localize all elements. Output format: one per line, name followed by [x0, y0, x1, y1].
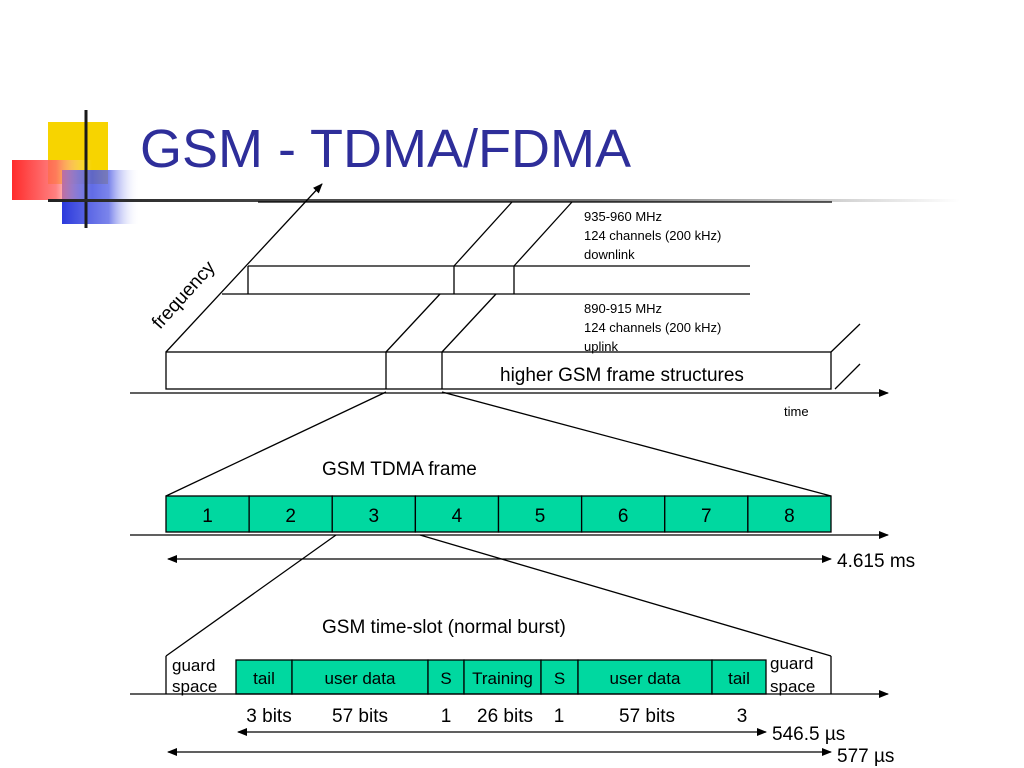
tdma-slot-3 [331, 495, 417, 533]
burst-field-box [577, 659, 713, 695]
frequency-time-plane: frequency time 935-960 MHz 124 channels … [130, 183, 889, 419]
frame-tick [830, 323, 861, 353]
slot-zoom-line-right [419, 534, 832, 657]
burst-field-label: S [554, 669, 565, 688]
frequency-axis-label: frequency [148, 257, 220, 333]
burst-field-label: tail [728, 669, 750, 688]
slot-duration-label: 577 µs [837, 746, 894, 767]
tdma-slot-7 [664, 495, 749, 533]
title-underline [48, 199, 960, 202]
uplink-slant [441, 293, 497, 353]
burst-field-label: user data [325, 669, 396, 688]
time-slot-title: GSM time-slot (normal burst) [322, 617, 566, 638]
tdma-slots: 1 2 3 4 5 6 7 8 [165, 495, 832, 533]
bit-count-label: 57 bits [332, 706, 388, 727]
bit-count-label: 1 [441, 706, 452, 727]
time-slot: GSM time-slot (normal burst) guard space… [130, 617, 894, 767]
bit-count-label: 1 [554, 706, 565, 727]
time-axis-label: time [784, 404, 809, 419]
tdma-frame: GSM TDMA frame 1 2 3 4 5 6 7 8 4.615 ms [130, 459, 915, 572]
burst-field-label: S [440, 669, 451, 688]
tdma-slot-label: 2 [285, 506, 296, 527]
guard-left-line1: guard [172, 656, 215, 675]
guard-right-line2: space [770, 677, 815, 696]
bit-counts: 3 bits 57 bits 1 26 bits 1 57 bits 3 [246, 706, 747, 727]
tdma-slot-label: 1 [202, 506, 213, 527]
uplink-slant [385, 293, 441, 353]
bit-count-label: 57 bits [619, 706, 675, 727]
tdma-slot-label: 6 [618, 506, 629, 527]
frequency-axis [165, 183, 323, 353]
slot-zoom-line-left [165, 534, 337, 657]
burst-field-label: tail [253, 669, 275, 688]
higher-frame-structures-label: higher GSM frame structures [500, 365, 744, 386]
decorative-squares-logo [12, 110, 140, 228]
tdma-slot-2 [248, 495, 333, 533]
bit-count-label: 26 bits [477, 706, 533, 727]
downlink-direction: downlink [584, 247, 635, 262]
guard-left-line2: space [172, 677, 217, 696]
tdma-slot-1 [165, 495, 250, 533]
uplink-band: 890-915 MHz [584, 301, 662, 316]
frame-tick [834, 363, 861, 390]
slide-title: GSM - TDMA/FDMA [140, 119, 631, 179]
frame-band [165, 351, 832, 390]
tdma-slot-label: 7 [701, 506, 712, 527]
tdma-slot-5 [497, 495, 583, 533]
tdma-frame-title: GSM TDMA frame [322, 459, 477, 480]
tdma-slot-4 [414, 495, 500, 533]
tdma-slot-label: 4 [452, 506, 463, 527]
tdma-slot-label: 8 [784, 506, 795, 527]
downlink-channels: 124 channels (200 kHz) [584, 228, 721, 243]
guard-right-line1: guard [770, 654, 813, 673]
burst-field-label: Training [472, 669, 533, 688]
uplink-direction: uplink [584, 339, 618, 354]
zoom-line-right [441, 391, 832, 497]
bit-count-label: 3 bits [246, 706, 291, 727]
burst-duration-label: 546.5 µs [772, 724, 845, 745]
downlink-slant [513, 201, 573, 267]
burst-field-label: user data [610, 669, 681, 688]
uplink-channels: 124 channels (200 kHz) [584, 320, 721, 335]
bit-count-label: 3 [737, 706, 748, 727]
downlink-slant [453, 201, 513, 267]
zoom-line-left [165, 391, 387, 497]
tdma-slot-label: 5 [535, 506, 546, 527]
burst-field-box [540, 659, 579, 695]
tdma-slot-label: 3 [369, 506, 380, 527]
burst-field-box [235, 659, 293, 695]
frame-duration-label: 4.615 ms [837, 551, 915, 572]
tdma-slot-8 [747, 495, 832, 533]
downlink-band: 935-960 MHz [584, 209, 662, 224]
